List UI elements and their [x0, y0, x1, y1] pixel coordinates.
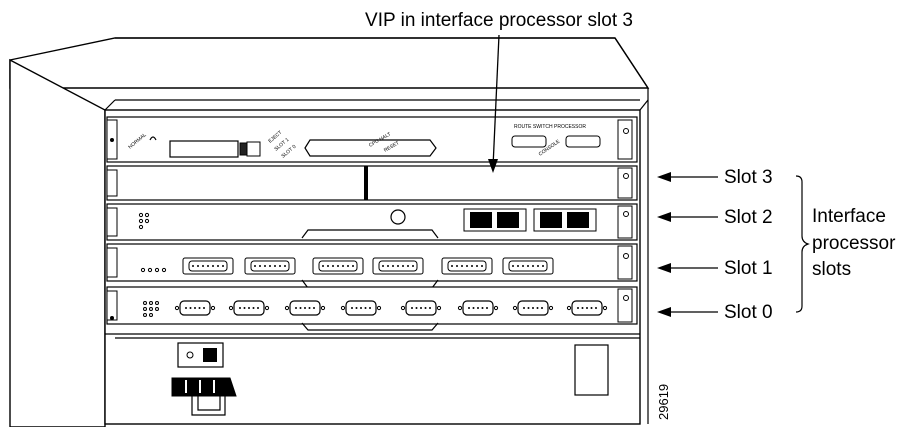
chassis-left-side — [9, 58, 106, 427]
power-label-plate — [574, 344, 609, 396]
vip-callout-label: VIP in interface processor slot 3 — [365, 10, 633, 31]
slot-1-port — [502, 257, 554, 275]
interface-processor-slots-label-line-1: Interface — [812, 206, 886, 227]
slot-1-card — [106, 243, 638, 289]
slot-1-port — [182, 257, 234, 275]
slot-0-port — [340, 300, 382, 316]
slot-0-port — [284, 300, 326, 316]
rsp-display — [169, 140, 239, 158]
slot-3-divider — [364, 166, 368, 200]
vip-callout-arrowhead — [488, 159, 498, 173]
slot-0-port — [566, 300, 608, 316]
slot-1-port — [441, 257, 493, 275]
slot-0-port — [400, 300, 442, 316]
slot-0-arrow — [657, 307, 718, 317]
slot-2-label: Slot 2 — [724, 207, 773, 228]
rsp-eject-button — [246, 141, 261, 157]
slot-2-arrow — [657, 212, 718, 222]
slot-0-port — [512, 300, 554, 316]
slot-1-arrow — [657, 263, 718, 273]
callout-lines — [488, 34, 500, 173]
slot-0-port — [457, 300, 499, 316]
figure-number: 29619 — [656, 384, 671, 420]
power-cord — [171, 377, 237, 416]
slot-arrows — [657, 172, 718, 317]
slot-1-serial-ports — [182, 257, 554, 275]
route-switch-processor: NORMAL EJECT SLOT 1 SLOT 0 CPU HALT RESE… — [106, 116, 638, 163]
slot-3-arrow — [657, 172, 718, 182]
slot-3-card — [106, 165, 638, 201]
slot-3-label: Slot 3 — [724, 167, 773, 188]
slot-1-port — [312, 257, 364, 275]
slot-0-serial-ports — [174, 300, 608, 316]
chassis-top — [9, 37, 650, 89]
slot-2-knob — [390, 209, 406, 225]
rsp-title-label: ROUTE SWITCH PROCESSOR — [514, 124, 586, 130]
slot-0-label: Slot 0 — [724, 302, 773, 323]
interface-processor-slots-label-line-3: slots — [812, 259, 851, 280]
rsp-console-port — [511, 135, 547, 148]
interface-processor-slots-label-line-2: processor — [812, 233, 896, 254]
slot-1-port — [244, 257, 296, 275]
slot-1-leds — [140, 267, 167, 273]
slot-1-label: Slot 1 — [724, 258, 773, 279]
slot-0-leds — [143, 301, 159, 317]
slot-2-card — [106, 203, 638, 241]
power-supply-section — [105, 333, 640, 416]
slot-2-leds — [138, 212, 150, 230]
slot-0-port — [228, 300, 270, 316]
slot-1-port — [372, 257, 424, 275]
slot-0-card — [106, 286, 638, 331]
rsp-aux-port — [565, 135, 601, 148]
slot-0-port — [174, 300, 216, 316]
slot-2-fiber-connectors — [463, 208, 597, 232]
vip-callout-line — [492, 34, 500, 168]
slots-brace — [795, 175, 810, 313]
